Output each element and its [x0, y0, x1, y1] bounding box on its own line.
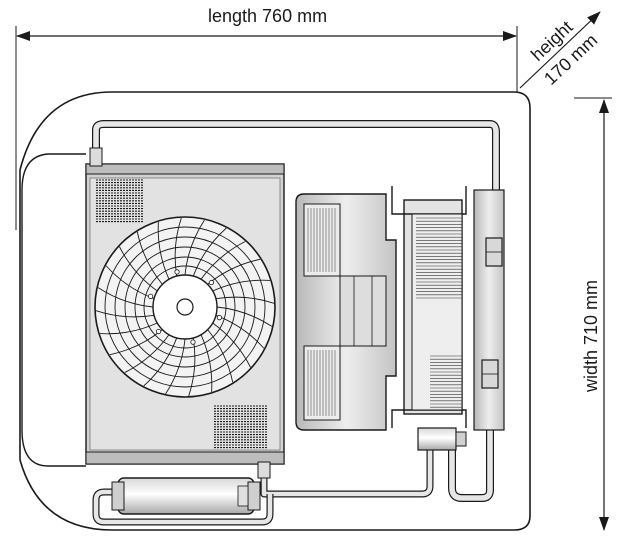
expansion-valve [417, 427, 457, 451]
condenser-fins-top [96, 179, 144, 223]
refrigerant-pipes [92, 120, 500, 526]
condenser-outlet-fitting [257, 461, 271, 479]
blower-unit [295, 193, 397, 431]
pipe-fittings [417, 237, 503, 451]
width-label: width 710 mm [581, 280, 601, 393]
housing-left-bulge [21, 153, 86, 467]
axial-fan-icon [94, 216, 276, 398]
filter-drier [111, 477, 261, 515]
evaporator-fins [416, 217, 462, 408]
housing-outline [19, 91, 531, 531]
length-dimension: length 760 mm [15, 6, 518, 230]
blower-grille-bottom [307, 350, 336, 416]
blower-grille-top [307, 208, 336, 272]
condenser-inlet-fitting [89, 147, 103, 167]
evaporator-manifold [473, 189, 505, 431]
bottom-pipe [260, 446, 434, 498]
condenser-fins-bottom [214, 405, 268, 449]
height-arrow-icon [519, 11, 601, 89]
width-dimension: width 710 mm [581, 99, 609, 531]
length-label: length 760 mm [208, 6, 327, 26]
height-dimension: height 170 mm [519, 11, 612, 99]
evaporator-unit [391, 186, 505, 431]
